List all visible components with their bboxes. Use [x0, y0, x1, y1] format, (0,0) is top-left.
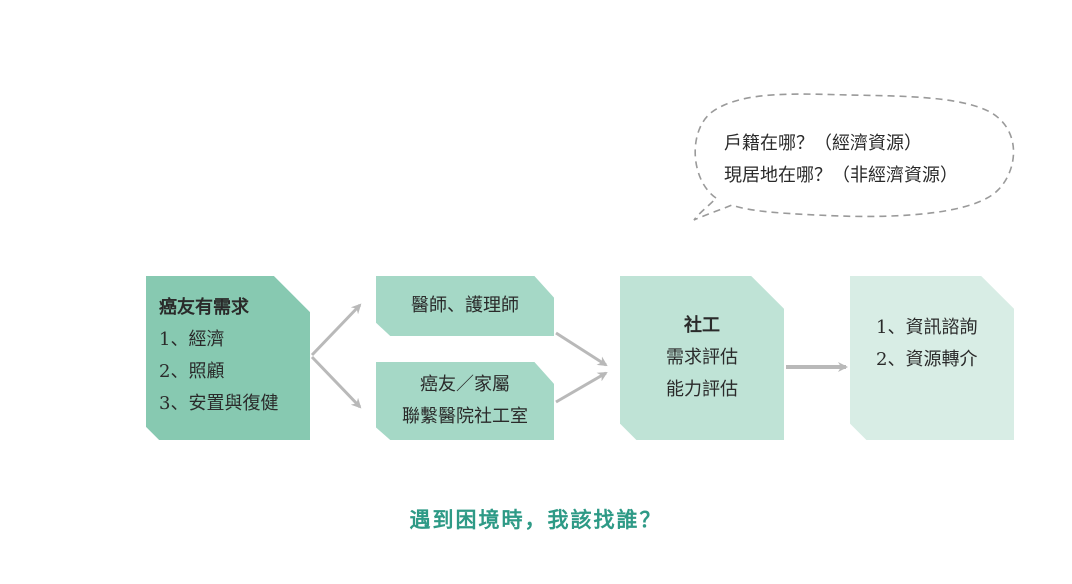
doctor-nurse-label: 醫師、護理師 [411, 295, 519, 316]
arrow-need-to-doctor [310, 303, 362, 357]
social-title: 社工 [684, 315, 720, 336]
need-box: 癌友有需求 1、經濟 2、照顧 3、安置與復健 [146, 276, 310, 440]
arrow-need-to-family [310, 355, 362, 409]
diagram-caption: 遇到困境時，我該找誰？ [409, 507, 663, 532]
need-item-placement: 3、安置與復健 [159, 393, 279, 414]
family-line1: 癌友／家屬 [420, 374, 510, 395]
family-line2: 聯繫醫院社工室 [402, 406, 528, 427]
service-item-referral: 2、資源轉介 [876, 349, 978, 370]
bubble-line2: 現居地在哪？（非經濟資源） [724, 165, 958, 186]
need-title: 癌友有需求 [159, 297, 249, 318]
doctor-nurse-box: 醫師、護理師 [376, 276, 554, 336]
service-box: 1、資訊諮詢 2、資源轉介 [850, 276, 1014, 440]
social-item-needs: 需求評估 [666, 347, 738, 368]
family-contact-box: 癌友／家屬 聯繫醫院社工室 [376, 362, 554, 440]
speech-bubble [693, 93, 1015, 221]
social-worker-box: 社工 需求評估 能力評估 [620, 276, 784, 440]
need-item-care: 2、照顧 [159, 361, 225, 382]
arrow-doctor-to-social [555, 331, 608, 367]
bubble-line1: 戶籍在哪？（經濟資源） [724, 133, 922, 154]
speech-bubble-text: 戶籍在哪？（經濟資源） 現居地在哪？（非經濟資源） [724, 128, 958, 192]
arrow-family-to-social [555, 371, 608, 404]
need-item-economy: 1、經濟 [159, 329, 225, 350]
social-item-ability: 能力評估 [666, 379, 738, 400]
service-item-info: 1、資訊諮詢 [876, 317, 978, 338]
